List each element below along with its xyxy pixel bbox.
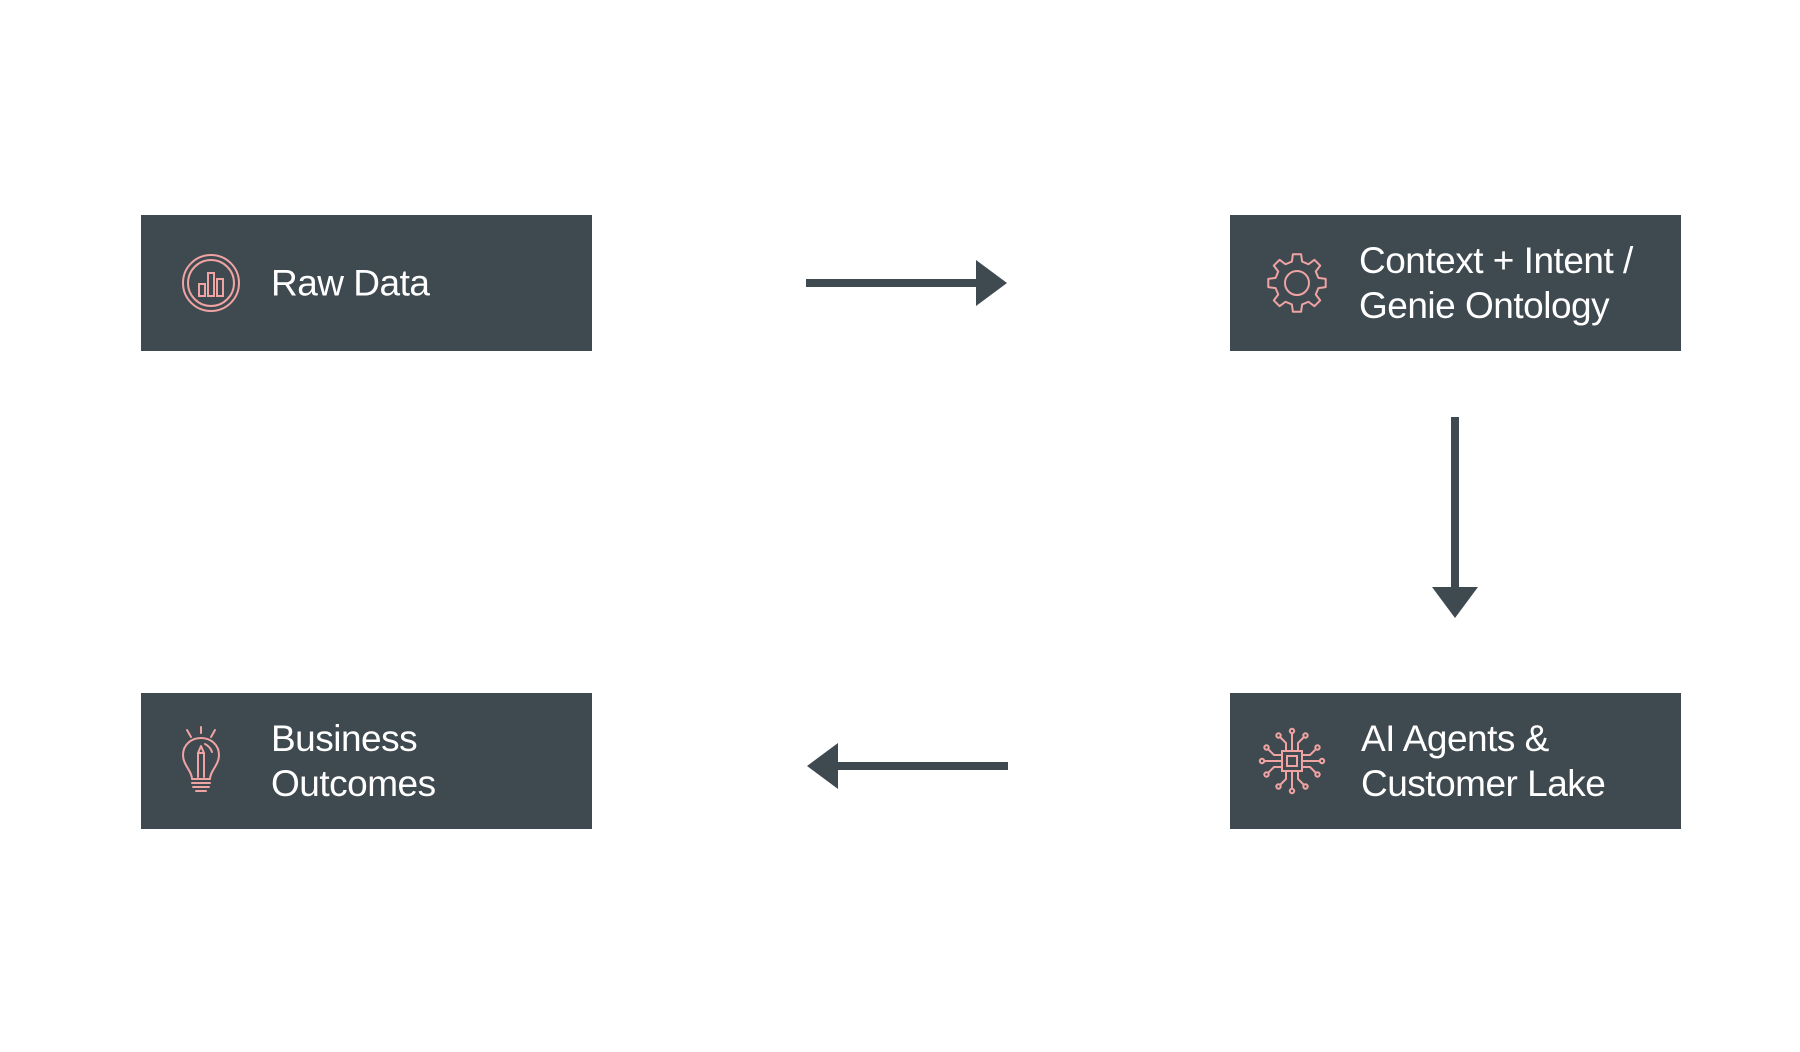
ai-chip-circuit-icon bbox=[1258, 727, 1326, 795]
node-label-line: Outcomes bbox=[271, 763, 436, 804]
node-label-line: Business bbox=[271, 718, 418, 759]
node-label: Business Outcomes bbox=[271, 716, 436, 806]
lightbulb-pencil-icon bbox=[182, 726, 220, 792]
node-label-line: Customer Lake bbox=[1361, 763, 1606, 804]
node-label-line: Context + Intent / bbox=[1359, 240, 1633, 281]
gear-icon bbox=[1267, 253, 1327, 313]
node-label-line: AI Agents & bbox=[1361, 718, 1549, 759]
node-raw-data: Raw Data bbox=[141, 215, 592, 351]
node-label-line: Genie Ontology bbox=[1359, 285, 1610, 326]
node-label: Raw Data bbox=[271, 261, 430, 306]
node-ai-agents: AI Agents & Customer Lake bbox=[1230, 693, 1681, 829]
node-label: AI Agents & Customer Lake bbox=[1361, 716, 1606, 806]
node-context-intent: Context + Intent / Genie Ontology bbox=[1230, 215, 1681, 351]
node-business-outcomes: Business Outcomes bbox=[141, 693, 592, 829]
arrow-raw-to-context bbox=[806, 260, 1007, 306]
bar-chart-circle-icon bbox=[182, 254, 240, 312]
node-label-line: Raw Data bbox=[271, 262, 430, 304]
arrow-agents-to-outcomes bbox=[807, 743, 1008, 789]
node-label: Context + Intent / Genie Ontology bbox=[1359, 238, 1633, 328]
arrow-context-to-agents bbox=[1432, 417, 1478, 618]
